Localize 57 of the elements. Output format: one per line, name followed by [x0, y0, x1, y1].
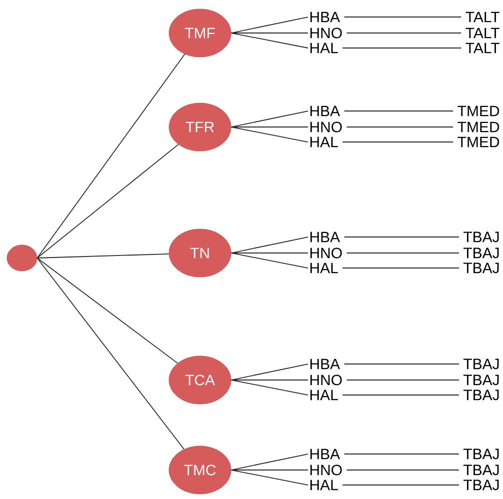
- connector-line: [230, 16, 308, 34]
- node-label: HBA: [310, 12, 340, 22]
- leaf-label: TBAJ: [463, 480, 499, 490]
- leaf-label: TMED: [458, 106, 500, 116]
- leaf-label: TALT: [466, 12, 500, 22]
- leaf-label: TALT: [466, 42, 500, 54]
- leaf-label: TBAJ: [463, 464, 499, 476]
- connector-line: [36, 258, 178, 364]
- connector-line: [342, 394, 460, 396]
- node-label: HNO: [310, 464, 342, 476]
- connector-line: [230, 364, 308, 380]
- leaf-label: TALT: [466, 28, 500, 38]
- node-label: HNO: [310, 122, 342, 132]
- connector-line: [230, 32, 308, 48]
- node-label: HAL: [310, 480, 338, 490]
- connector-line: [342, 484, 460, 486]
- connector-line: [346, 252, 460, 254]
- node-label: HBA: [310, 232, 340, 242]
- node-label: HAL: [310, 262, 338, 274]
- root-circle: [6, 244, 38, 272]
- connector-line: [36, 254, 170, 258]
- leaf-label: TBAJ: [463, 448, 499, 460]
- connector-line: [230, 110, 308, 128]
- leaf-label: TBAJ: [463, 248, 499, 258]
- leaf-label: TBAJ: [463, 390, 499, 400]
- leaf-label: TMED: [458, 136, 500, 148]
- connector-line: [230, 32, 308, 34]
- connector-line: [344, 16, 462, 18]
- connector-line: [230, 236, 308, 254]
- connector-line: [344, 236, 460, 238]
- leaf-label: TBAJ: [463, 374, 499, 386]
- leaf-label: TMED: [458, 122, 500, 132]
- connector-line: [36, 54, 186, 258]
- connector-line: [230, 126, 308, 128]
- connector-line: [230, 252, 308, 254]
- connector-line: [346, 32, 462, 34]
- node-label: HAL: [310, 390, 338, 400]
- node-label: HNO: [310, 28, 342, 38]
- connector-line: [230, 252, 308, 268]
- connector-line: [230, 454, 308, 470]
- leaf-label: TBAJ: [463, 358, 499, 370]
- connector-line: [230, 126, 308, 142]
- node-label: HNO: [310, 374, 342, 386]
- connector-line: [230, 470, 308, 486]
- connector-line: [344, 110, 454, 112]
- node-label: HBA: [310, 358, 340, 370]
- leaf-label: TBAJ: [463, 232, 499, 242]
- leaf-label: TBAJ: [463, 262, 499, 274]
- connector-line: [36, 144, 179, 258]
- node-label: HBA: [310, 448, 340, 460]
- node-label: HAL: [310, 136, 338, 148]
- node-label: HNO: [310, 248, 342, 258]
- node-label: HBA: [310, 106, 340, 116]
- connector-line: [230, 380, 308, 396]
- connector-line: [346, 126, 454, 128]
- node-label: HAL: [310, 42, 338, 54]
- connector-line: [36, 258, 184, 450]
